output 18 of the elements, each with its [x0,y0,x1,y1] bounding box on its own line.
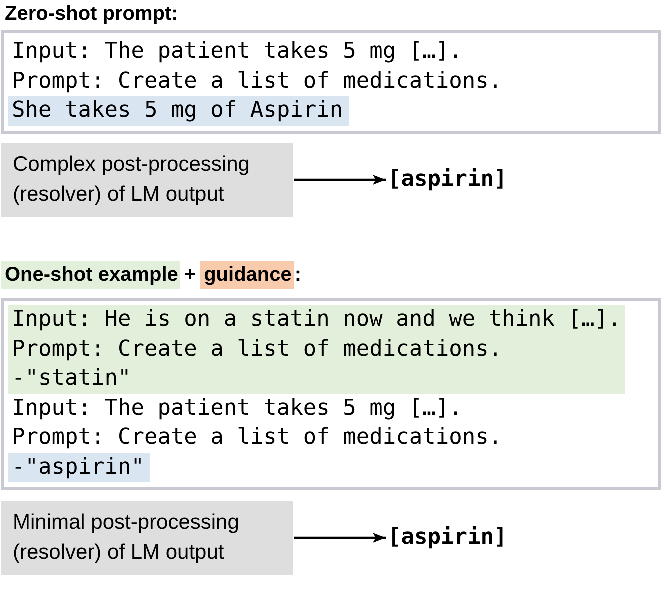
colon: : [294,263,302,288]
code-line: Input: He is on a statin now and we think […]. [12,306,622,334]
arrow [294,175,386,185]
process-box: Complex post-processing (resolver) of LM output [1,143,293,217]
code-line: Prompt: Create a list of medications. [12,68,502,96]
code-line: Input: The patient takes 5 mg […]. [12,394,462,422]
arrow [294,533,386,543]
plus-sign: + [183,263,198,288]
code-line: Input: The patient takes 5 mg […]. [12,38,462,66]
heading: Zero-shot prompt: [4,2,180,27]
process-box: Minimal post-processing (resolver) of LM output [1,501,293,575]
highlighted-heading: guidance [200,261,294,289]
result-text: [aspirin] [388,166,508,194]
code-line: Prompt: Create a list of medications. [12,424,502,452]
code-line: Prompt: Create a list of medications. [12,336,502,364]
code-line: -"statin" [12,365,132,393]
highlighted-heading: One-shot example [1,261,180,289]
result-text: [aspirin] [388,524,508,552]
